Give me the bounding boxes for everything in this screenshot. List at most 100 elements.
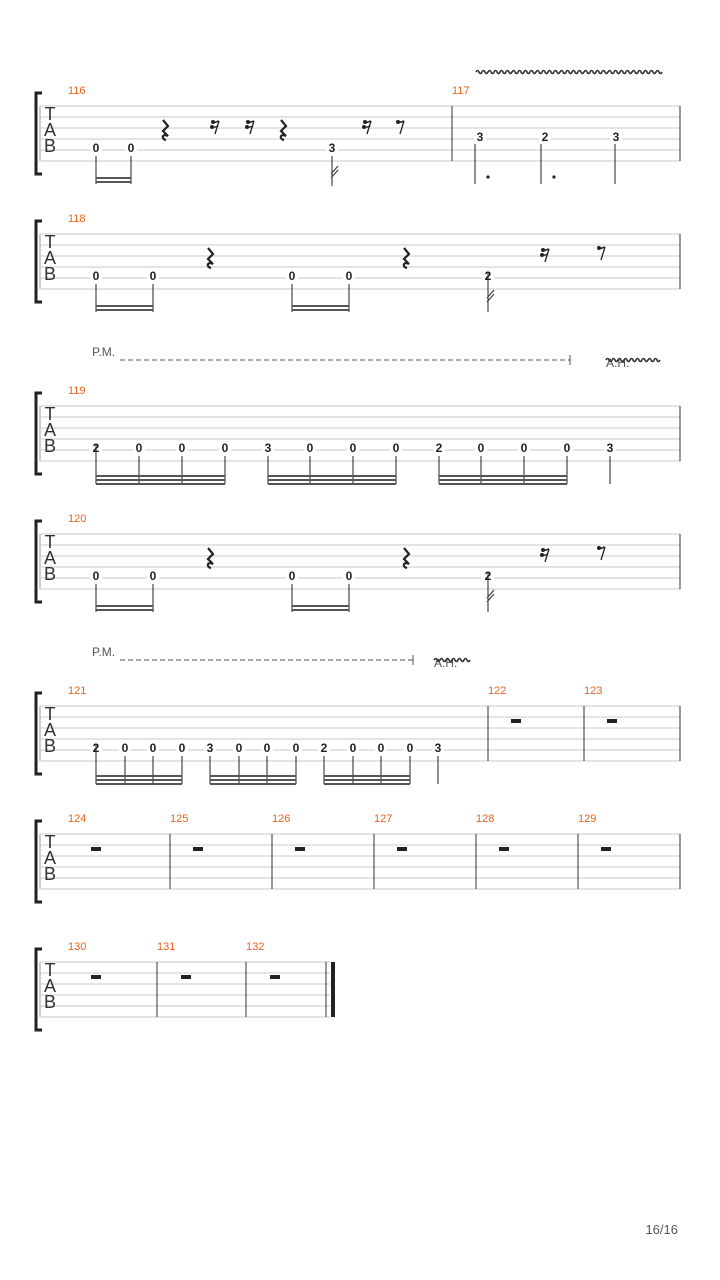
fret-number: 0 — [93, 141, 100, 155]
measure-number: 127 — [374, 813, 392, 825]
measure-rest — [193, 847, 203, 851]
tremolo-slash — [486, 593, 495, 603]
rest-flag — [246, 125, 254, 129]
measure-number: 117 — [452, 85, 470, 97]
tremolo-slash — [486, 289, 495, 299]
fret-bg — [539, 129, 551, 143]
fret-bg — [347, 740, 359, 754]
vibrato-line — [433, 657, 471, 663]
fret-bg — [219, 440, 231, 454]
fret-number: 0 — [293, 741, 300, 755]
tab-clef-letter: B — [44, 136, 56, 156]
fret-number: 0 — [346, 569, 353, 583]
fret-number: 3 — [207, 741, 214, 755]
measure-number: 132 — [246, 941, 264, 953]
fret-number: 0 — [122, 741, 129, 755]
measure-number: 131 — [157, 941, 175, 953]
system-bracket — [34, 947, 42, 1032]
rest-stem — [249, 120, 255, 135]
tab-clef-letter: T — [45, 832, 56, 852]
measure-number: 128 — [476, 813, 494, 825]
tab-clef-letter: B — [44, 992, 56, 1012]
rest-stem — [214, 120, 220, 135]
quarter-rest — [206, 247, 215, 270]
quarter-rest — [279, 119, 288, 142]
fret-bg — [90, 140, 102, 154]
fret-number: 3 — [329, 141, 336, 155]
tab-clef-letter: B — [44, 264, 56, 284]
rest-flag — [363, 125, 371, 129]
fret-number: 0 — [521, 441, 528, 455]
fret-number: 0 — [128, 141, 135, 155]
tab-clef-letter: B — [44, 564, 56, 584]
fret-bg — [133, 440, 145, 454]
system-bracket — [34, 391, 42, 476]
rest-stem — [399, 120, 405, 135]
fret-bg — [610, 129, 622, 143]
rest-flag — [397, 120, 405, 124]
tab-clef-letter: B — [44, 736, 56, 756]
rest-stem — [600, 246, 606, 261]
vibrato-line — [605, 357, 661, 363]
measure-number: 124 — [68, 813, 86, 825]
quarter-rest — [161, 119, 170, 142]
measure-number: 116 — [68, 85, 86, 97]
tab-clef-letter: B — [44, 864, 56, 884]
rest-stem — [544, 248, 550, 263]
rest-flag — [542, 248, 550, 252]
fret-number: 3 — [435, 741, 442, 755]
fret-bg — [304, 440, 316, 454]
system-bracket — [34, 219, 42, 304]
system-bracket — [34, 691, 42, 776]
rest-stem — [544, 548, 550, 563]
fret-number: 0 — [179, 441, 186, 455]
fret-bg — [326, 140, 338, 154]
fret-bg — [404, 740, 416, 754]
fret-number: 0 — [307, 441, 314, 455]
fret-bg — [475, 440, 487, 454]
fret-number: 0 — [350, 741, 357, 755]
fret-number: 0 — [150, 741, 157, 755]
fret-number: 2 — [321, 741, 328, 755]
fret-number: 2 — [542, 130, 549, 144]
fret-bg — [233, 740, 245, 754]
fret-number: 3 — [477, 130, 484, 144]
fret-number: 0 — [393, 441, 400, 455]
fret-bg — [290, 740, 302, 754]
quarter-rest — [402, 247, 411, 270]
fret-number: 0 — [236, 741, 243, 755]
tab-clef-letter: T — [45, 104, 56, 124]
fret-number: 0 — [407, 741, 414, 755]
tremolo-slash — [330, 165, 339, 175]
rest-flag — [211, 125, 219, 129]
measure-rest — [601, 847, 611, 851]
tab-clef-letter: T — [45, 532, 56, 552]
measure-number: 123 — [584, 685, 602, 697]
rest-flag — [247, 120, 255, 124]
fret-number: 0 — [350, 441, 357, 455]
rest-flag — [364, 120, 372, 124]
fret-number: 3 — [265, 441, 272, 455]
measure-rest — [511, 719, 521, 723]
fret-bg — [433, 440, 445, 454]
fret-bg — [147, 568, 159, 582]
measure-number: 129 — [578, 813, 596, 825]
system-bracket — [34, 519, 42, 604]
fret-bg — [119, 740, 131, 754]
fret-number: 0 — [150, 569, 157, 583]
measure-rest — [607, 719, 617, 723]
fret-bg — [125, 140, 137, 154]
fret-bg — [375, 740, 387, 754]
fret-bg — [262, 440, 274, 454]
fret-bg — [343, 268, 355, 282]
fret-bg — [286, 568, 298, 582]
fret-bg — [176, 440, 188, 454]
fret-number: 0 — [150, 269, 157, 283]
fret-number: 0 — [222, 441, 229, 455]
fret-bg — [176, 740, 188, 754]
page-number: 16/16 — [645, 1222, 678, 1237]
tab-clef-letter: A — [44, 248, 56, 268]
fret-bg — [432, 740, 444, 754]
fret-number: 0 — [289, 269, 296, 283]
fret-number: 0 — [346, 269, 353, 283]
